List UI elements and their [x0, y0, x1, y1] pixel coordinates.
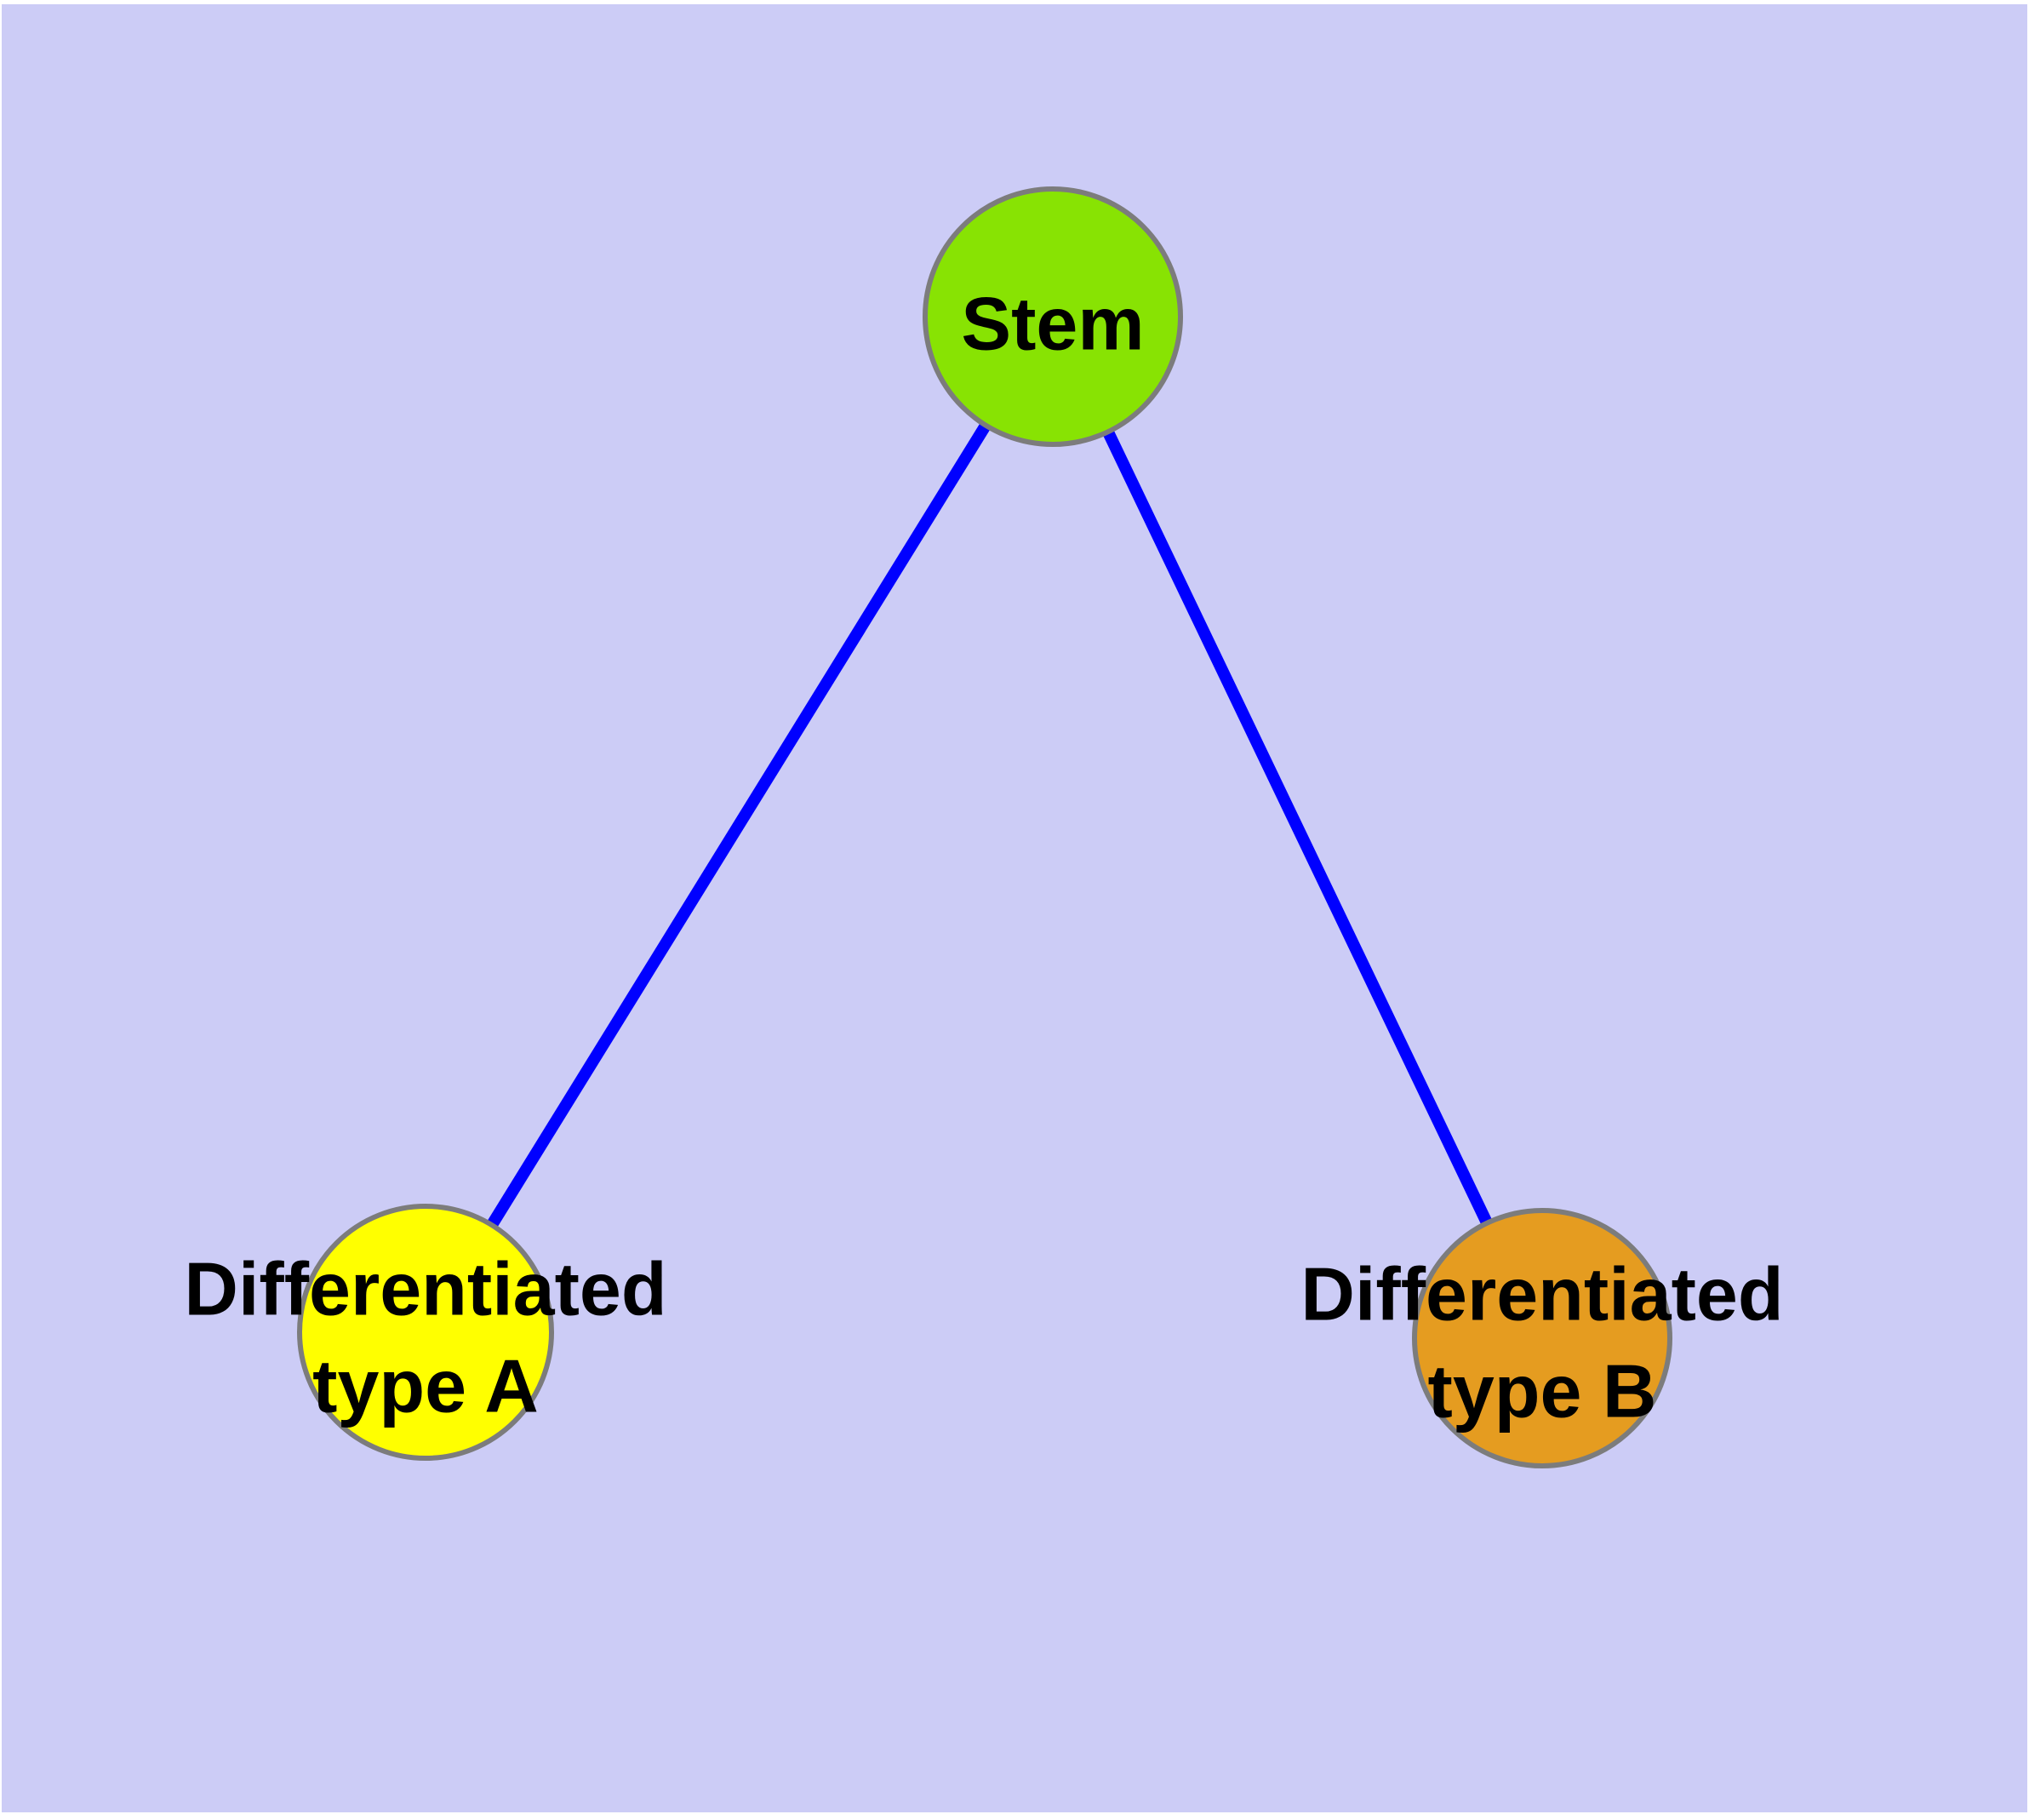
- node-type-b-label-line2: type B: [1428, 1349, 1657, 1434]
- node-type-a: [297, 1204, 554, 1461]
- edge-stem-to-type-b: [1047, 313, 1548, 1342]
- node-type-a-label-line1: Differentiated: [184, 1247, 666, 1331]
- node-stem: [923, 186, 1183, 447]
- node-type-a-label-line2: type A: [312, 1344, 539, 1428]
- node-type-b: [1412, 1208, 1672, 1468]
- node-type-b-label-line1: Differentiated: [1300, 1252, 1783, 1336]
- edge-stem-to-type-a: [420, 313, 1058, 1336]
- node-stem-label: Stem: [961, 282, 1144, 366]
